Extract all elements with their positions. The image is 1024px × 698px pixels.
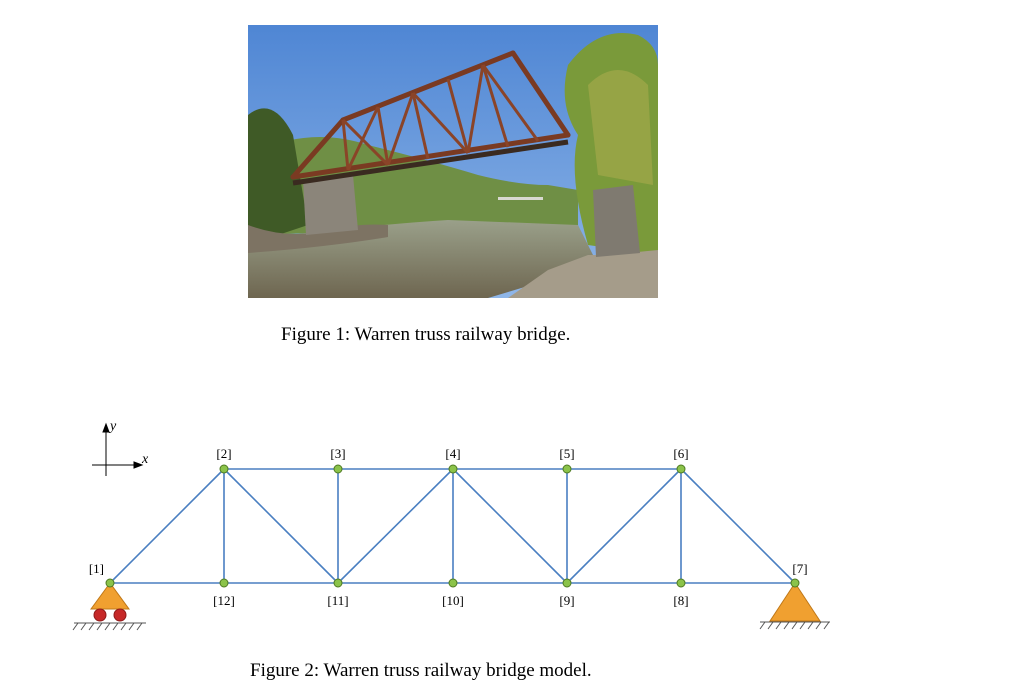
node-1 xyxy=(105,578,115,588)
coordinate-axes xyxy=(92,422,144,476)
node-label-4: [4] xyxy=(445,446,460,461)
bridge-photo xyxy=(248,25,658,298)
node-7 xyxy=(790,578,800,588)
truss-diagram: y x [1][2][3][4][5][6][7][8][9][10][11][… xyxy=(72,419,830,631)
pin-support xyxy=(759,582,830,630)
node-label-1: [1] xyxy=(89,561,104,576)
figure-1-caption: Figure 1: Warren truss railway bridge. xyxy=(281,324,571,345)
member-4-9 xyxy=(452,468,568,584)
node-label-6: [6] xyxy=(673,446,688,461)
node-5 xyxy=(562,464,572,474)
node-11 xyxy=(333,578,343,588)
node-label-8: [8] xyxy=(673,593,688,608)
y-axis-label: y xyxy=(108,419,117,434)
member-2-11 xyxy=(223,468,339,584)
node-label-12: [12] xyxy=(213,593,235,608)
node-label-10: [10] xyxy=(442,593,464,608)
node-labels: [1] [2] [3] [4] [5] [6] [7] [8] [9] [10] [11] [12] xyxy=(89,446,808,608)
member-11-4 xyxy=(337,468,454,584)
node-6 xyxy=(676,464,686,474)
node-8 xyxy=(676,578,686,588)
node-3 xyxy=(333,464,343,474)
node-9 xyxy=(562,578,572,588)
x-axis-label: x xyxy=(141,452,149,467)
node-label-5: [5] xyxy=(559,446,574,461)
node-label-11: [11] xyxy=(327,593,348,608)
node-label-9: [9] xyxy=(559,593,574,608)
node-12 xyxy=(219,578,229,588)
truss-members xyxy=(109,468,796,584)
figure-2-caption: Figure 2: Warren truss railway bridge mo… xyxy=(250,660,592,681)
truss-nodes xyxy=(105,464,800,588)
node-label-2: [2] xyxy=(216,446,231,461)
node-10 xyxy=(448,578,458,588)
roller-support xyxy=(72,582,146,631)
node-4 xyxy=(448,464,458,474)
node-label-7: [7] xyxy=(792,561,807,576)
member-9-6 xyxy=(566,468,682,584)
member-1-2 xyxy=(109,468,225,584)
node-label-3: [3] xyxy=(330,446,345,461)
member-6-7 xyxy=(680,468,796,584)
node-2 xyxy=(219,464,229,474)
